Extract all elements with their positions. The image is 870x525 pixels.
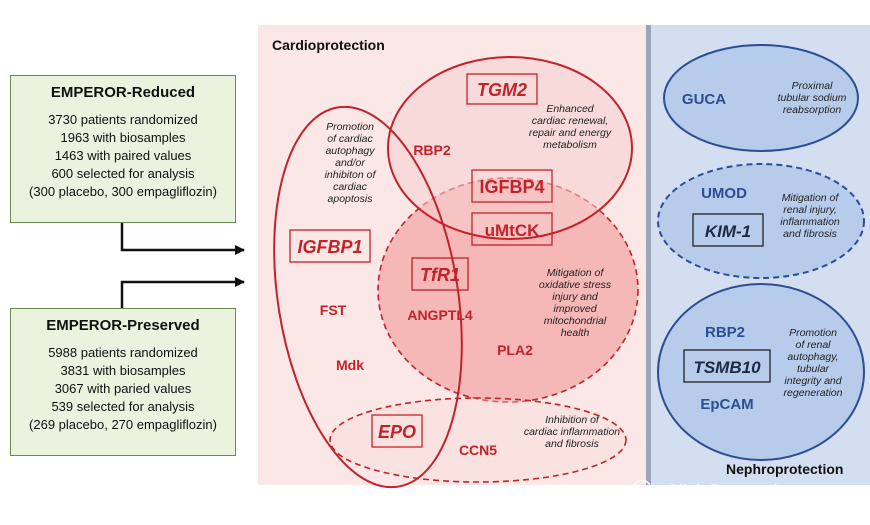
note-line: of cardiac	[327, 133, 373, 145]
note-line: and fibrosis	[783, 228, 837, 240]
renal-injury-ellipse	[657, 163, 865, 279]
note-line: inflammation	[780, 216, 840, 228]
umtck-box	[471, 212, 553, 246]
note-line: metabolism	[543, 139, 597, 151]
ccn5-marker: CCN5	[459, 442, 497, 458]
tfr1-marker: TfR1	[420, 265, 460, 285]
reduced-arrow	[120, 223, 245, 255]
note-line: apoptosis	[328, 193, 374, 205]
autophagy-note: Promotion of cardiac autophagy and/or in…	[325, 121, 377, 205]
rbp2-cardio-marker: RBP2	[413, 142, 451, 158]
note-line: reabsorption	[783, 104, 842, 116]
note-line: injury and	[552, 291, 599, 303]
kim1-box	[692, 213, 764, 247]
note-line: mitochondrial	[544, 315, 607, 327]
reduced-line: 3730 patients randomized	[48, 112, 198, 127]
note-line: cardiac	[333, 181, 368, 193]
note-line: repair and energy	[529, 127, 612, 139]
tgm2-box	[466, 73, 538, 105]
epo-marker: EPO	[378, 422, 416, 442]
epcam-marker: EpCAM	[700, 396, 753, 413]
note-line: Proximal	[792, 80, 834, 92]
preserved-line: 3831 with biosamples	[60, 363, 186, 378]
note-line: cardiac renewal,	[532, 115, 608, 127]
nephroprotection-heading: Nephroprotection	[726, 461, 843, 477]
reduced-line: 1463 with paired values	[54, 148, 192, 163]
igfbp1-box	[289, 229, 371, 263]
note-line: and fibrosis	[545, 438, 599, 450]
note-line: health	[561, 327, 590, 339]
tubular-ellipse	[663, 44, 859, 152]
renal-injury-note: Mitigation of renal injury, inflammation…	[780, 192, 840, 240]
tsmb10-marker: TSMB10	[693, 358, 761, 377]
preserved-line: 539 selected for analysis	[51, 399, 195, 414]
note-line: Inhibition of	[545, 414, 600, 426]
inflammation-note: Inhibition of cardiac inflammation and f…	[524, 414, 620, 450]
panel-divider	[646, 25, 651, 485]
umtck-marker: uMtCK	[485, 221, 540, 240]
reduced-line: 600 selected for analysis	[51, 166, 195, 181]
pla2-marker: PLA2	[497, 342, 533, 358]
igfbp4-box	[471, 169, 553, 203]
tgm2-marker: TGM2	[477, 80, 527, 100]
note-line: of renal	[795, 339, 831, 351]
note-line: cardiac inflammation	[524, 426, 620, 438]
note-line: tubular sodium	[778, 92, 847, 104]
note-line: and/or	[335, 157, 365, 169]
emperor-preserved-title: EMPEROR-Preserved	[46, 317, 200, 334]
oxidative-note: Mitigation of oxidative stress injury an…	[539, 267, 612, 339]
emperor-preserved-box: EMPEROR-Preserved 5988 patients randomiz…	[10, 308, 236, 456]
note-line: Mitigation of	[782, 192, 840, 204]
inflammation-ellipse	[329, 397, 627, 483]
angptl4-marker: ANGPTL4	[407, 307, 473, 323]
autophagy-ellipse	[273, 105, 463, 489]
tubular-note: Proximal tubular sodium reabsorption	[778, 80, 847, 116]
note-line: inhibiton of	[325, 169, 377, 181]
wechat-icon	[633, 479, 661, 500]
note-line: Promotion	[789, 327, 837, 339]
renal-autophagy-ellipse	[657, 283, 865, 461]
note-line: Enhanced	[546, 103, 594, 115]
cardioprotection-heading: Cardioprotection	[272, 37, 385, 53]
fst-marker: FST	[320, 302, 347, 318]
note-line: Promotion	[326, 121, 374, 133]
note-line: tubular	[797, 363, 830, 375]
renewal-note: Enhanced cardiac renewal, repair and ene…	[529, 103, 612, 151]
emperor-reduced-box: EMPEROR-Reduced 3730 patients randomized…	[10, 75, 236, 223]
note-line: regeneration	[784, 387, 843, 399]
igfbp4-marker: IGFBP4	[479, 177, 544, 197]
note-line: improved	[553, 303, 597, 315]
note-line: integrity and	[784, 375, 842, 387]
mdk-marker: Mdk	[336, 357, 364, 373]
note-line: oxidative stress	[539, 279, 612, 291]
preserved-arrow	[120, 277, 245, 308]
note-line: Mitigation of	[547, 267, 605, 279]
note-line: renal injury,	[783, 204, 837, 216]
epo-box	[371, 414, 423, 448]
emperor-reduced-title: EMPEROR-Reduced	[50, 84, 196, 101]
reduced-line: (300 placebo, 300 empagliflozin)	[29, 184, 217, 199]
guca-marker: GUCA	[682, 91, 726, 108]
preserved-line: 3067 with paried values	[54, 381, 192, 396]
note-line: autophagy,	[787, 351, 838, 363]
tfr1-box	[411, 257, 469, 291]
tsmb10-box	[683, 349, 771, 383]
renewal-ellipse	[387, 56, 633, 240]
watermark-text: Olink Proteomics	[666, 481, 794, 500]
umod-marker: UMOD	[701, 185, 747, 202]
rbp2-nephro-marker: RBP2	[705, 324, 745, 341]
igfbp1-marker: IGFBP1	[297, 237, 362, 257]
reduced-line: 1963 with biosamples	[60, 130, 186, 145]
preserved-line: (269 placebo, 270 empagliflozin)	[29, 417, 217, 432]
kim1-marker: KIM-1	[705, 222, 751, 241]
renal-autophagy-note: Promotion of renal autophagy, tubular in…	[784, 327, 843, 399]
note-line: autophagy	[325, 145, 375, 157]
preserved-line: 5988 patients randomized	[48, 345, 198, 360]
